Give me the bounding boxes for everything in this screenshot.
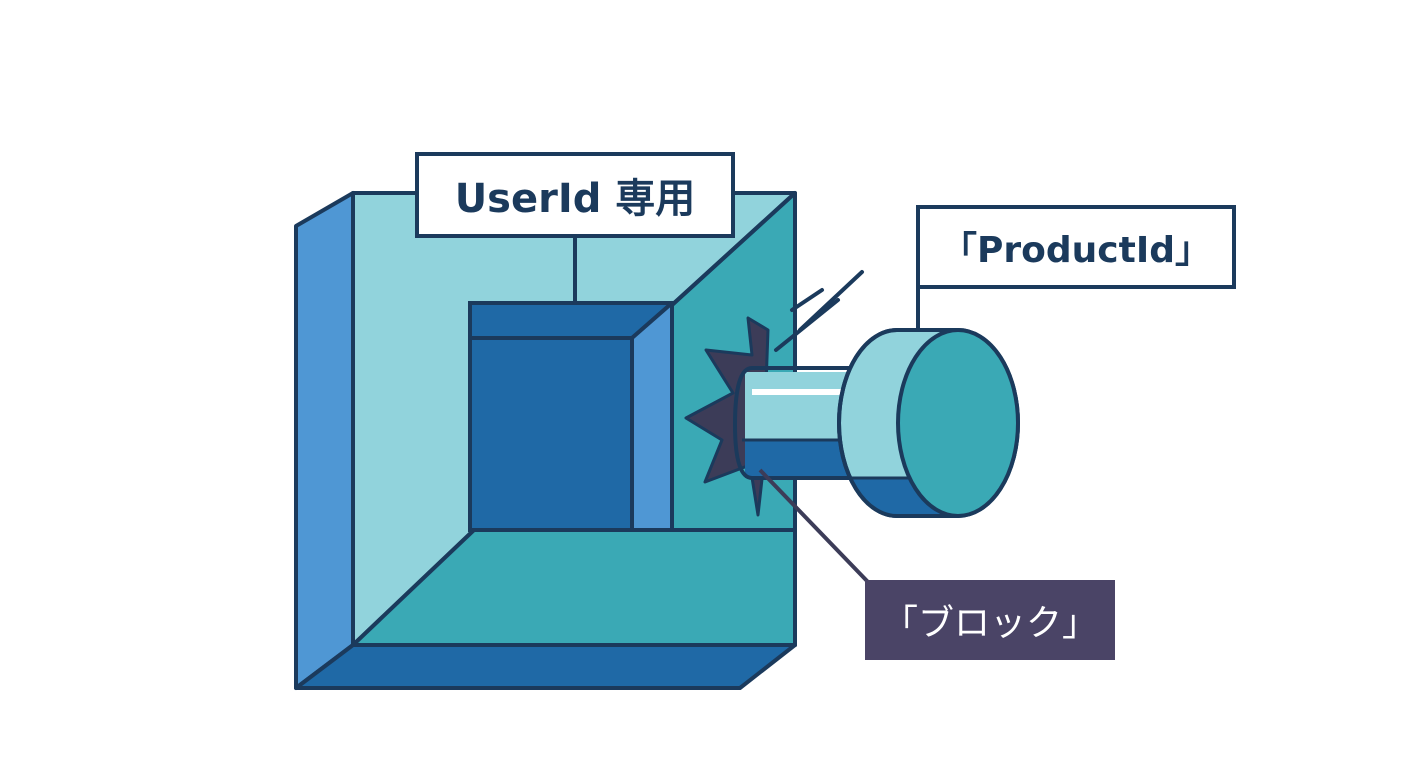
peg-shaft-outline — [732, 366, 858, 480]
square-slot — [468, 301, 674, 532]
frame-left-side — [294, 191, 355, 690]
block-label: 「ブロック」 — [865, 580, 1115, 660]
frame-diagonal-edge — [670, 191, 797, 307]
round-peg — [732, 328, 1020, 518]
productid-label: 「ProductId」 — [916, 205, 1236, 289]
block-connector — [758, 468, 870, 584]
userid-label: UserId 専用 — [415, 152, 735, 238]
slot-right-wall — [630, 301, 674, 532]
frame-base — [294, 643, 797, 690]
motion-lines-icon — [774, 270, 864, 352]
peg-front-face — [896, 328, 1020, 518]
